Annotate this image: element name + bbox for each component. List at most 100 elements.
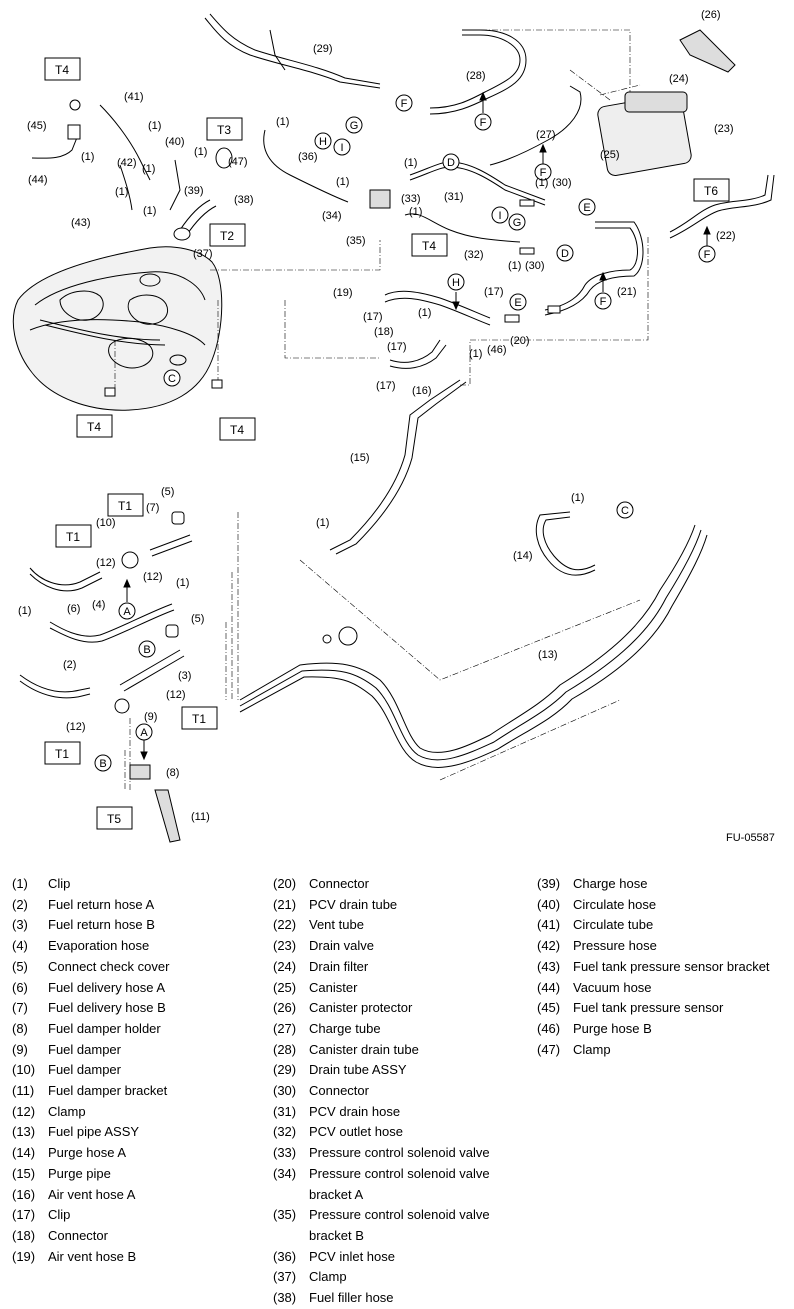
legend-number: (34) [273, 1165, 297, 1181]
legend-name: Connector [48, 1227, 108, 1243]
legend-name: Clamp [309, 1269, 347, 1285]
legend-number: (23) [273, 938, 297, 954]
legend-item: (18)Connector [12, 1226, 262, 1247]
legend-name: Charge tube [309, 1020, 381, 1036]
legend-number: (29) [273, 1062, 297, 1078]
legend-item: (24)Drain filter [273, 957, 513, 978]
legend-name: Fuel delivery hose B [48, 1000, 166, 1016]
legend-item: (38)Fuel filler hose [273, 1288, 513, 1309]
legend-name: Evaporation hose [48, 938, 150, 954]
svg-text:G: G [350, 120, 359, 132]
legend-item: (10)Fuel damper [12, 1060, 262, 1081]
legend-name: Purge hose B [573, 1020, 652, 1036]
marker-f-1: F [395, 94, 413, 112]
torque-box-t2: T2 [209, 223, 246, 247]
callout-1-j: (1) [571, 492, 584, 504]
legend-item: (44)Vacuum hose [537, 978, 794, 999]
marker-h-1: H [314, 132, 332, 150]
callout-1-i: (1) [316, 517, 329, 529]
leader-lines [114, 29, 649, 790]
callout-37: (37) [193, 248, 213, 260]
legend-number: (32) [273, 1124, 297, 1140]
legend-name: Pressure control solenoid valve bracket … [309, 1165, 490, 1202]
callout-38: (38) [234, 194, 254, 206]
svg-text:I: I [498, 210, 501, 222]
callout-17-a: (17) [484, 286, 504, 298]
legend-name: Pressure hose [573, 938, 657, 954]
legend-name: Fuel delivery hose A [48, 979, 166, 995]
legend-number: (2) [12, 896, 28, 912]
legend-name: Fuel filler hose [309, 1290, 394, 1306]
legend-name: Purge hose A [48, 1145, 127, 1161]
legend-item: (1)Clip [12, 874, 262, 895]
callout-27: (27) [536, 129, 556, 141]
legend-name: Canister drain tube [309, 1041, 419, 1057]
callout-40: (40) [165, 136, 185, 148]
svg-text:A: A [123, 606, 131, 618]
svg-text:F: F [480, 117, 487, 129]
legend-item: (14)Purge hose A [12, 1143, 262, 1164]
legend-item: (41)Circulate tube [537, 915, 794, 936]
marker-f-5: F [698, 245, 716, 263]
marker-e-top: E [578, 198, 596, 216]
legend-item: (22)Vent tube [273, 915, 513, 936]
callout-30-a: (30) [552, 177, 572, 189]
callout-17-c: (17) [387, 341, 407, 353]
legend-name: Charge hose [573, 876, 648, 891]
svg-text:T4: T4 [230, 423, 244, 437]
torque-box-t1-c: T1 [181, 706, 218, 730]
svg-text:T1: T1 [118, 499, 132, 513]
callout-20: (20) [510, 335, 530, 347]
fuel-tank [12, 246, 223, 411]
marker-f-2: F [474, 113, 492, 131]
legend-name: Clamp [48, 1103, 86, 1119]
torque-box-t1-b: T1 [55, 524, 92, 548]
marker-f-4: F [594, 292, 612, 310]
svg-text:B: B [143, 644, 150, 656]
marker-h-2: H [447, 273, 465, 291]
legend-name: Fuel return hose A [48, 896, 155, 912]
legend-item: (46)Purge hose B [537, 1019, 794, 1040]
callout-12-d: (12) [66, 721, 86, 733]
figure-code: FU-05587 [726, 832, 775, 844]
legend-item: (15)Purge pipe [12, 1164, 262, 1185]
legend-item: (28) Canister drain tube [273, 1040, 513, 1061]
torque-box-t1-d: T1 [44, 741, 81, 765]
marker-a-lower: A [135, 723, 153, 741]
callout-15: (15) [350, 452, 370, 464]
svg-text:F: F [600, 296, 607, 308]
callout-1-k: (1) [148, 120, 161, 132]
legend-number: (1) [12, 876, 28, 891]
legend-name: PCV drain hose [309, 1103, 401, 1119]
legend-number: (9) [12, 1041, 28, 1057]
legend-name: Connector [309, 1083, 369, 1099]
callout-36: (36) [298, 151, 318, 163]
legend-number: (28) [273, 1041, 297, 1057]
svg-text:F: F [401, 98, 408, 110]
callout-3: (3) [178, 670, 191, 682]
legend-name: Clip [48, 1207, 71, 1223]
svg-text:T1: T1 [192, 712, 206, 726]
marker-e-mid: E [509, 293, 527, 311]
callout-30-b: (30) [525, 260, 545, 272]
legend-number: (5) [12, 958, 28, 974]
callout-9: (9) [144, 711, 157, 723]
legend-item: (16)Air vent hose A [12, 1185, 262, 1206]
legend-name: Pressure control solenoid valve [309, 1145, 490, 1161]
callout-31: (31) [444, 191, 464, 203]
callout-45: (45) [27, 120, 47, 132]
svg-text:D: D [447, 157, 455, 169]
legend-name: Fuel tank pressure sensor bracket [573, 958, 770, 974]
callout-25: (25) [600, 149, 620, 161]
marker-f-3: F [534, 163, 552, 181]
svg-text:A: A [140, 727, 148, 739]
legend-name: Canister [309, 979, 358, 995]
legend-item: (40)Circulate hose [537, 895, 794, 916]
callout-12-a: (12) [96, 557, 116, 569]
legend-name: PCV inlet hose [309, 1248, 395, 1264]
callout-46: (46) [487, 344, 507, 356]
svg-text:T6: T6 [704, 184, 718, 198]
legend-item: (6)Fuel delivery hose A [12, 978, 262, 999]
torque-box-t4-mid: T4 [411, 233, 448, 257]
legend-number: (11) [12, 1083, 35, 1099]
